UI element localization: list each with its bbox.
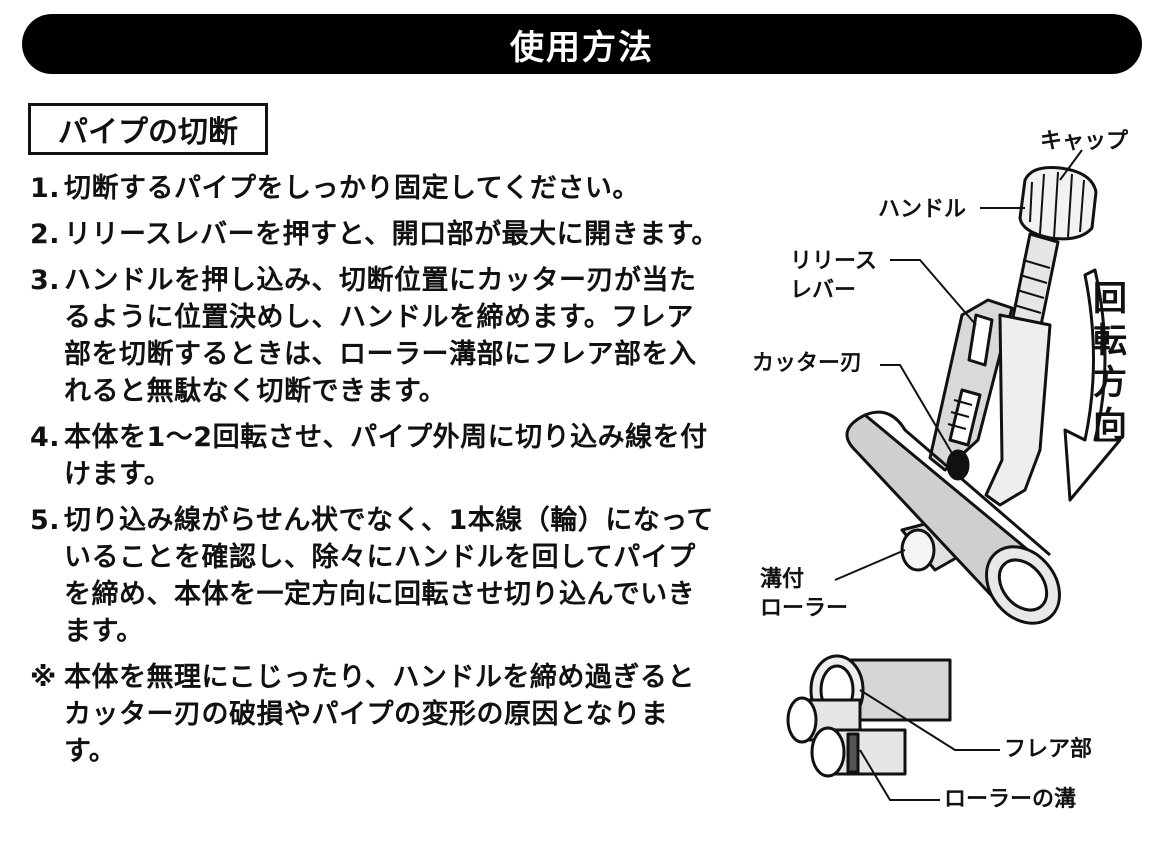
section-title: パイプの切断 (58, 115, 238, 150)
page-title-bar: 使用方法 (22, 14, 1142, 74)
step-number: 3. (30, 265, 61, 296)
leader-lines (834, 149, 1083, 801)
caution-note: ※ 本体を無理にこじったり、ハンドルを締め過ぎるとカッター刃の破損やパイプの変形… (30, 659, 720, 770)
step-text: リリースレバーを押すと、開口部が最大に開きます。 (64, 219, 719, 250)
step-number: 2. (30, 219, 61, 250)
step-text: 切断するパイプをしっかり固定してください。 (64, 173, 640, 204)
list-item: 4. 本体を1～2回転させ、パイプ外周に切り込み線を付けます。 (30, 419, 720, 493)
grooved-roller-label-1: 溝付 (760, 567, 805, 592)
flare-label: フレア部 (1004, 737, 1093, 762)
rotation-char: 向 (1093, 405, 1127, 445)
note-mark: ※ (30, 662, 57, 693)
step-text: ハンドルを押し込み、切断位置にカッター刃が当たるように位置決めし、ハンドルを締め… (64, 265, 697, 407)
list-item: 2. リリースレバーを押すと、開口部が最大に開きます。 (30, 216, 720, 253)
pipe-cutter-illustration (786, 149, 1122, 801)
cap-icon (1018, 166, 1098, 241)
step-number: 1. (30, 173, 61, 204)
instruction-list: 1. 切断するパイプをしっかり固定してください。 2. リリースレバーを押すと、… (30, 170, 720, 779)
section-heading: パイプの切断 (28, 103, 268, 155)
rotation-char: 方 (1093, 363, 1127, 403)
handle-label: ハンドル (878, 197, 967, 222)
rotation-direction-label: 回 転 方 向 (1090, 278, 1130, 446)
list-item: 3. ハンドルを押し込み、切断位置にカッター刃が当たるように位置決めし、ハンドル… (30, 262, 720, 410)
roller-icon (786, 696, 907, 778)
step-text: 切り込み線がらせん状でなく、1本線（輪）になっていることを確認し、除々にハンドル… (64, 505, 714, 647)
roller-groove-label: ローラーの溝 (944, 787, 1077, 812)
rotation-char: 転 (1093, 321, 1127, 361)
step-number: 4. (30, 422, 61, 453)
pipe-icon (845, 410, 1061, 625)
rotation-char: 回 (1093, 279, 1127, 319)
note-text: 本体を無理にこじったり、ハンドルを締め過ぎるとカッター刃の破損やパイプの変形の原… (64, 662, 695, 767)
release-lever-label-1: リリース (790, 249, 877, 274)
page-title: 使用方法 (510, 27, 654, 68)
grooved-roller-label-2: ローラー (760, 596, 849, 621)
list-item: 5. 切り込み線がらせん状でなく、1本線（輪）になっていることを確認し、除々にハ… (30, 502, 720, 650)
step-text: 本体を1～2回転させ、パイプ外周に切り込み線を付けます。 (64, 422, 708, 490)
release-lever-label-2: レバー (790, 278, 857, 303)
list-item: 1. 切断するパイプをしっかり固定してください。 (30, 170, 720, 207)
cutter-blade-label: カッター刃 (752, 351, 863, 376)
rotation-arrow-icon (1063, 268, 1122, 502)
handle-icon (1010, 232, 1060, 332)
cap-label: キャップ (1040, 129, 1129, 154)
cutter-body-icon (928, 298, 1052, 507)
step-number: 5. (30, 505, 61, 536)
